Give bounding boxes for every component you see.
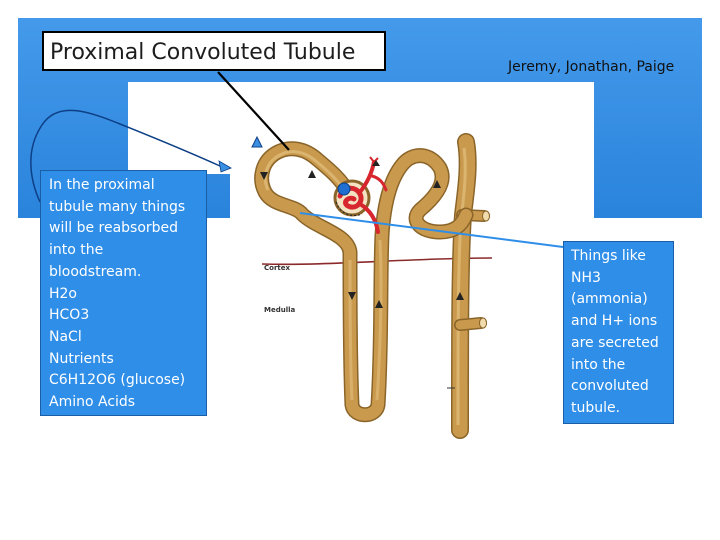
callout-line: and H+ ions [571,313,658,330]
title-pointer-line [217,71,290,151]
callout-line: C6H12O6 (glucose) [49,372,186,389]
callout-line: H2o [49,285,77,302]
title-box [42,31,386,71]
curved-arrow-head-icon [218,160,232,173]
callout-line: tubule many things [49,198,186,215]
curved-arrow [30,109,221,203]
callout-line: HCO3 [49,307,90,324]
callout-line: convoluted [571,378,649,395]
callout-line: In the proximal [49,177,155,193]
reabsorption-callout: In the proximal tubule many things will … [40,170,207,416]
callout-line: bloodstream. [49,263,142,280]
callout-line: (ammonia) [571,291,648,308]
nephron-tubule [254,141,474,423]
diagram-background [230,112,594,442]
callout-line: into the [571,356,626,373]
flow-arrows [260,160,464,308]
callout-line: into the [49,242,104,259]
callout-line: are secreted [571,334,659,351]
callout-line: Nutrients [49,350,114,367]
callout-line: NH3 [571,269,601,286]
callout-line: Things like [571,248,646,264]
cortex-label: Cortex [264,264,290,272]
collecting-duct [451,133,490,439]
secretion-pointer-line [299,212,564,248]
slide-title: Proximal Convoluted Tubule [50,40,356,65]
callout-line: tubule. [571,399,621,416]
authors-text: Jeremy, Jonathan, Paige [508,59,675,75]
callout-line: NaCl [49,328,82,345]
triangle-marker-icon [251,135,263,148]
medulla-label: Medulla [264,306,296,314]
callout-line: Amino Acids [49,394,136,411]
callout-line: will be reabsorbed [49,220,179,237]
secretion-callout: Things like NH3 (ammonia) and H+ ions ar… [563,241,674,424]
glomerulus [333,156,388,234]
